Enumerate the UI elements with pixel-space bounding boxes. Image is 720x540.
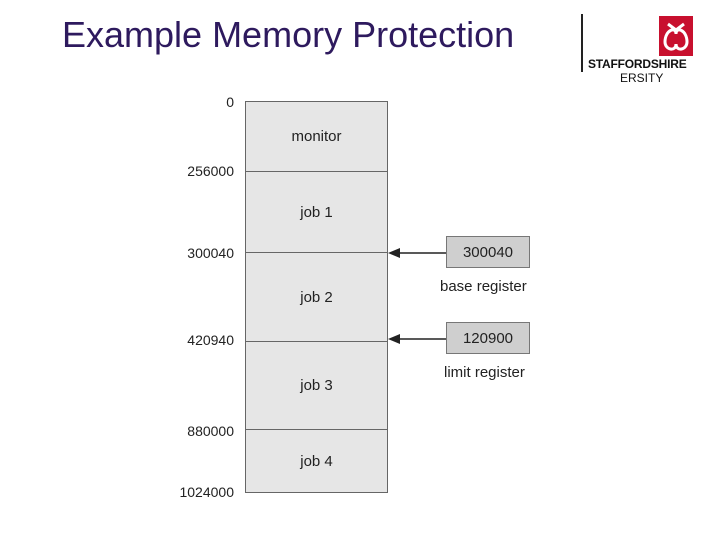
slide-title: Example Memory Protection [62,14,515,55]
address-label: 256000 [187,163,234,179]
limit-arrowhead [388,334,400,344]
address-label: 420940 [187,332,234,348]
segment-divider [246,429,387,430]
base-arrowhead [388,248,400,258]
memory-map: monitor job 1 job 2 job 3 job 4 [245,101,388,493]
segment-job-4: job 4 [300,452,333,470]
logo-subtext: ERSITY [620,71,664,85]
address-label: 0 [226,94,234,110]
address-label: 1024000 [179,484,234,500]
segment-job-3: job 3 [300,377,333,394]
base-register-label: base register [440,278,527,295]
segment-job-2: job 2 [300,288,333,306]
knot-crest-icon [659,16,693,56]
segment-monitor: monitor [291,128,342,145]
address-label: 300040 [187,245,234,261]
limit-register-label: limit register [444,364,525,381]
segment-divider [246,171,387,172]
limit-register-box: 120900 [446,322,530,354]
logo-divider [581,14,583,72]
base-register-box: 300040 [446,236,530,268]
segment-job-1: job 1 [300,203,333,221]
segment-divider [246,341,387,342]
logo-name: STAFFORDSHIRE [588,57,687,71]
segment-divider [246,252,387,253]
address-label: 880000 [187,423,234,439]
